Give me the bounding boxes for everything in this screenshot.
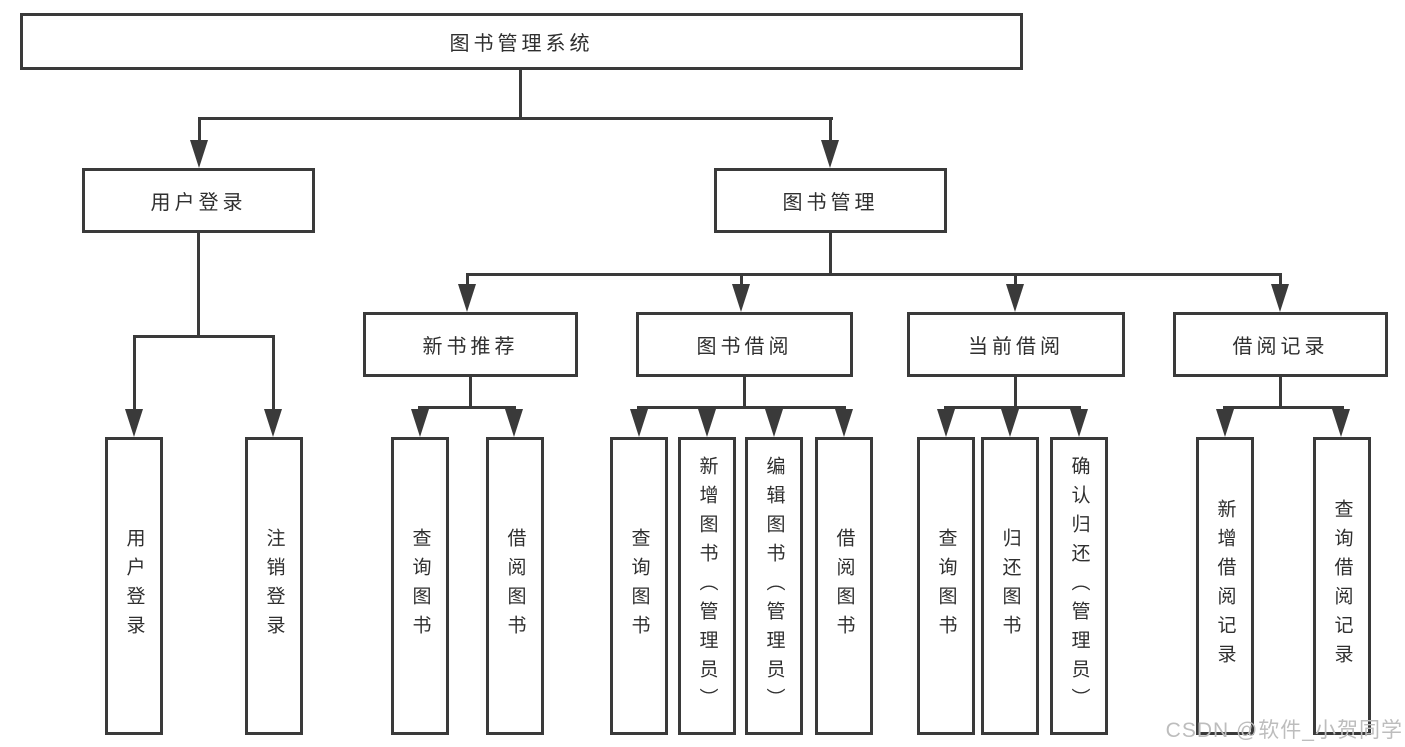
leaf-add-book-admin: 新增图书（管理员） (678, 437, 736, 735)
connector-line (743, 377, 746, 406)
leaf-label: 确认归还（管理员） (1068, 455, 1090, 717)
leaf-query-borrow-record: 查询借阅记录 (1313, 437, 1371, 735)
leaf-label: 编辑图书（管理员） (763, 455, 785, 717)
connector-line (466, 273, 1282, 276)
arrow-down-icon (821, 140, 839, 168)
leaf-user-login: 用户登录 (105, 437, 163, 735)
leaf-label: 查询图书 (409, 528, 431, 644)
node-label: 借阅记录 (1232, 336, 1329, 358)
leaf-return-book: 归还图书 (981, 437, 1039, 735)
connector-line (944, 406, 1081, 409)
leaf-logout: 注销登录 (245, 437, 303, 735)
arrow-down-icon (732, 284, 750, 312)
arrow-down-icon (411, 409, 429, 437)
connector-line (519, 68, 522, 117)
connector-line (133, 335, 136, 411)
connector-line (466, 273, 469, 287)
connector-line (1279, 377, 1282, 406)
node-label: 图书管理系统 (449, 33, 594, 55)
leaf-label: 借阅图书 (504, 528, 526, 644)
leaf-label: 借阅图书 (833, 528, 855, 644)
arrow-down-icon (458, 284, 476, 312)
leaf-label: 查询图书 (935, 528, 957, 644)
connector-line (198, 117, 201, 143)
arrow-down-icon (630, 409, 648, 437)
leaf-query-books-current: 查询图书 (917, 437, 975, 735)
arrow-down-icon (698, 409, 716, 437)
arrow-down-icon (1271, 284, 1289, 312)
node-library-management-system: 图书管理系统 (20, 13, 1023, 70)
arrow-down-icon (1001, 409, 1019, 437)
node-book-management: 图书管理 (714, 168, 947, 233)
leaf-borrow-books-recommend: 借阅图书 (486, 437, 544, 735)
node-label: 用户登录 (150, 192, 247, 214)
node-label: 图书管理 (782, 192, 879, 214)
connector-line (1279, 273, 1282, 287)
csdn-watermark: CSDN @软件_小贺同学 (1165, 719, 1403, 742)
arrow-down-icon (264, 409, 282, 437)
leaf-label: 查询图书 (628, 528, 650, 644)
arrow-down-icon (125, 409, 143, 437)
arrow-down-icon (505, 409, 523, 437)
arrow-down-icon (765, 409, 783, 437)
node-new-book-recommend: 新书推荐 (363, 312, 578, 377)
connector-line (469, 377, 472, 406)
leaf-label: 查询借阅记录 (1331, 499, 1353, 673)
connector-line (197, 233, 200, 335)
leaf-label: 新增借阅记录 (1214, 499, 1236, 673)
leaf-label: 新增图书（管理员） (696, 455, 718, 717)
connector-line (133, 335, 275, 338)
connector-line (740, 273, 743, 287)
connector-line (829, 233, 832, 273)
connector-line (637, 406, 846, 409)
leaf-query-books-borrow: 查询图书 (610, 437, 668, 735)
leaf-label: 注销登录 (263, 528, 285, 644)
connector-line (1014, 377, 1017, 406)
arrow-down-icon (190, 140, 208, 168)
arrow-down-icon (835, 409, 853, 437)
connector-line (829, 117, 832, 143)
arrow-down-icon (1332, 409, 1350, 437)
leaf-query-books-recommend: 查询图书 (391, 437, 449, 735)
node-label: 图书借阅 (696, 336, 793, 358)
node-user-login: 用户登录 (82, 168, 315, 233)
node-borrowing-records: 借阅记录 (1173, 312, 1388, 377)
arrow-down-icon (937, 409, 955, 437)
connector-line (1223, 406, 1344, 409)
node-current-borrowing: 当前借阅 (907, 312, 1125, 377)
connector-line (272, 335, 275, 411)
node-book-borrowing: 图书借阅 (636, 312, 853, 377)
arrow-down-icon (1216, 409, 1234, 437)
node-label: 当前借阅 (968, 336, 1064, 358)
leaf-label: 归还图书 (999, 528, 1021, 644)
leaf-confirm-return-admin: 确认归还（管理员） (1050, 437, 1108, 735)
arrow-down-icon (1006, 284, 1024, 312)
leaf-edit-book-admin: 编辑图书（管理员） (745, 437, 803, 735)
node-label: 新书推荐 (422, 336, 519, 358)
connector-line (418, 406, 516, 409)
connector-line (1014, 273, 1017, 287)
leaf-borrow-books: 借阅图书 (815, 437, 873, 735)
leaf-label: 用户登录 (123, 528, 145, 644)
leaf-add-borrow-record: 新增借阅记录 (1196, 437, 1254, 735)
arrow-down-icon (1070, 409, 1088, 437)
connector-line (198, 117, 833, 120)
